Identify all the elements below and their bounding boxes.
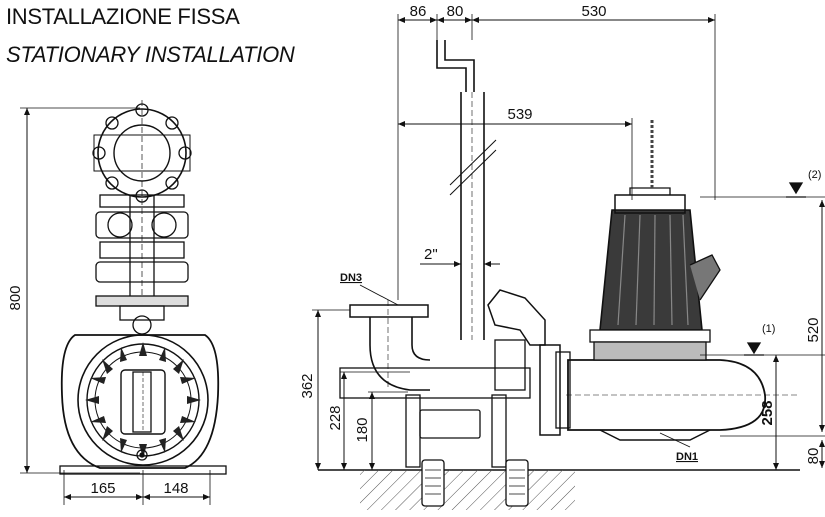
dim-86: 86 bbox=[410, 3, 427, 20]
dim-80-top: 80 bbox=[447, 3, 464, 20]
dim-165: 165 bbox=[90, 480, 115, 497]
label-dn1: DN1 bbox=[676, 451, 698, 463]
front-view bbox=[20, 100, 227, 505]
title-english: STATIONARY INSTALLATION bbox=[6, 42, 295, 67]
dim-362: 362 bbox=[299, 373, 316, 398]
title-italian: INSTALLAZIONE FISSA bbox=[6, 4, 240, 29]
level-1-label: (1) bbox=[762, 323, 775, 335]
side-view bbox=[312, 14, 825, 510]
dim-800: 800 bbox=[7, 285, 24, 310]
dim-539: 539 bbox=[507, 106, 532, 123]
dim-148: 148 bbox=[163, 480, 188, 497]
dim-2inch: 2" bbox=[424, 246, 438, 263]
dim-530: 530 bbox=[581, 3, 606, 20]
level-2-label: (2) bbox=[808, 169, 821, 181]
dim-228: 228 bbox=[327, 405, 344, 430]
dim-258: 258 bbox=[759, 400, 776, 425]
label-dn3: DN3 bbox=[340, 272, 362, 284]
dim-180: 180 bbox=[354, 417, 371, 442]
dim-80-bottom: 80 bbox=[805, 448, 822, 465]
dim-520: 520 bbox=[805, 317, 822, 342]
